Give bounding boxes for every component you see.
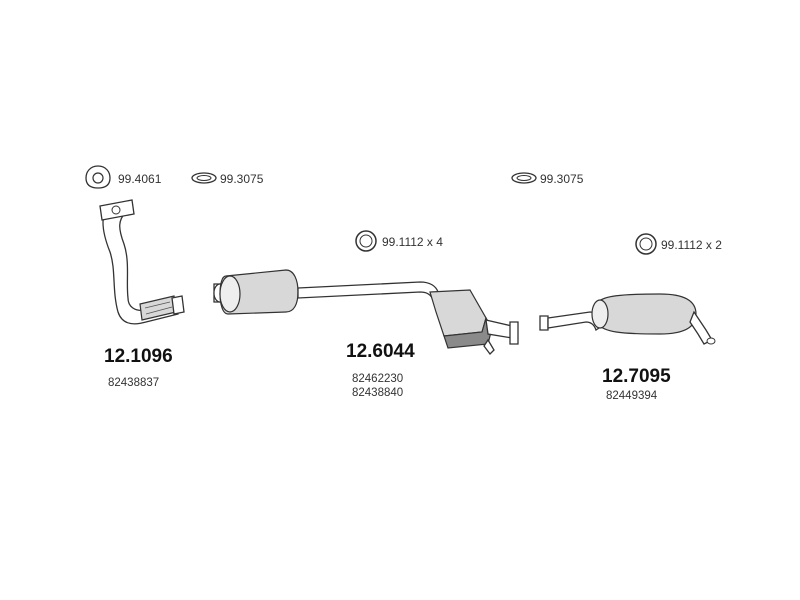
part-code: 12.1096 (104, 346, 173, 367)
front-pipe-illustration (99, 199, 185, 325)
ring-part-number: 99.1112 x 4 (382, 235, 443, 249)
oem-reference: 82438840 (352, 387, 404, 399)
gasket-part-number: 99.4061 (118, 172, 162, 186)
o-ring-icon (355, 230, 377, 252)
oem-reference: 82438837 (108, 377, 160, 389)
triangle-gasket-icon (85, 165, 111, 189)
oem-reference: 82449394 (606, 390, 658, 402)
part-code: 12.6044 (346, 341, 415, 362)
part-code: 12.7095 (602, 366, 671, 387)
oem-reference: 82462230 (352, 373, 404, 385)
clamp-ring-icon (191, 172, 217, 184)
clamp-ring-icon (511, 172, 537, 184)
ring-part-number: 99.1112 x 2 (661, 238, 722, 252)
clamp-part-number: 99.3075 (220, 172, 264, 186)
o-ring-icon (635, 233, 657, 255)
rear-silencer-illustration (539, 293, 716, 345)
clamp-part-number: 99.3075 (540, 172, 584, 186)
middle-silencer-illustration (213, 269, 519, 355)
